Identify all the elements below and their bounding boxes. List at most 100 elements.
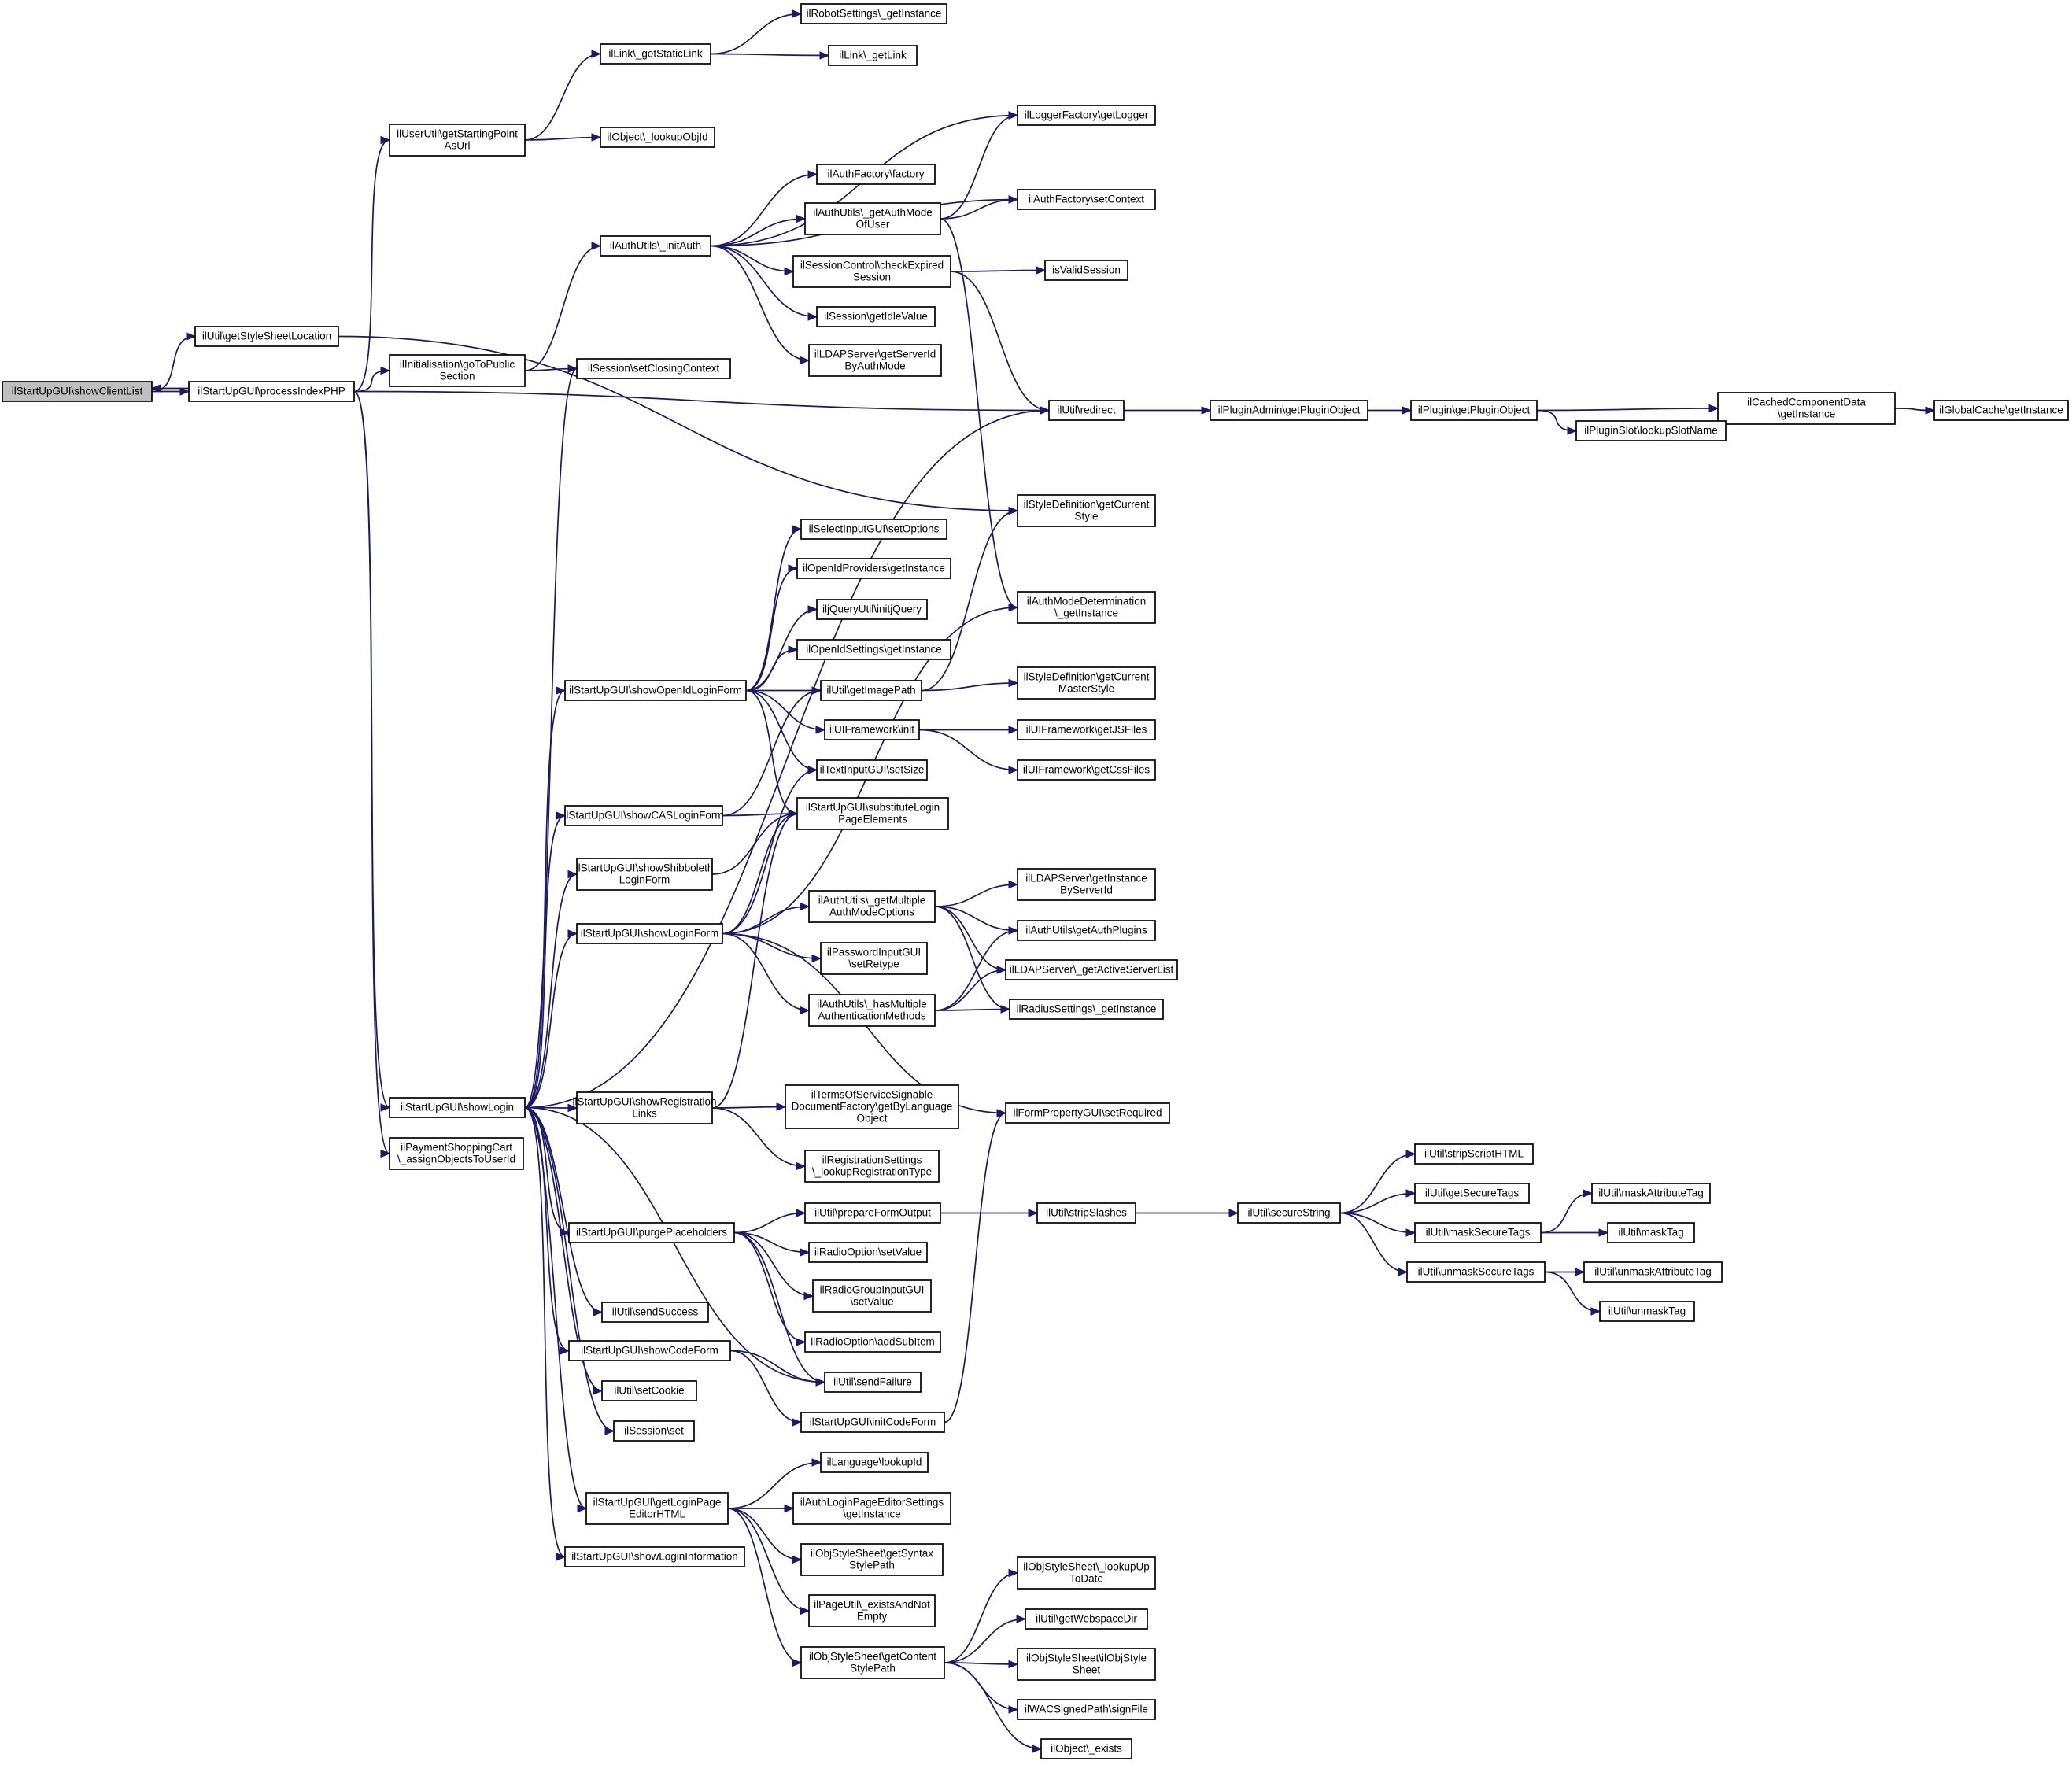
node-ilpaymentshoppingcart-assignobjectstouserid[interactable]: ilPaymentShoppingCart\_assignObjectsToUs… [389,1137,524,1170]
node-ilutil-getsecuretags[interactable]: ilUtil\getSecureTags [1414,1183,1530,1204]
node-ilobject-lookupobjid[interactable]: ilObject\_lookupObjId [600,127,715,148]
node-ilutil-setcookie[interactable]: ilUtil\setCookie [601,1380,697,1401]
node-ilradiogroupinputgui-setvalue[interactable]: ilRadioGroupInputGUI\setValue [812,1279,932,1313]
node-iluiframework-getjsfiles[interactable]: ilUIFramework\getJSFiles [1017,719,1156,740]
node-label: \getInstance [843,1508,901,1520]
node-ilstartupgui-processindexphp[interactable]: ilStartUpGUI\processIndexPHP [188,381,355,402]
node-iluiframework-init[interactable]: ilUIFramework\init [824,719,920,740]
node-ilutil-stripslashes[interactable]: ilUtil\stripSlashes [1036,1202,1136,1224]
node-ilutil-masktag[interactable]: ilUtil\maskTag [1607,1222,1695,1243]
node-ilauthutils-getauthplugins[interactable]: ilAuthUtils\getAuthPlugins [1017,920,1156,941]
edge-n43-to-n68 [940,1209,1039,1217]
node-ilauthfactory-setcontext[interactable]: ilAuthFactory\setContext [1017,189,1156,210]
node-ilauthutils-hasmultipleauthenticationmethods[interactable]: ilAuthUtils\_hasMultipleAuthenticationMe… [808,994,936,1027]
node-iltermsofservicesignabledocumentfactory-getbylanguageobject[interactable]: ilTermsOfServiceSignableDocumentFactory\… [785,1084,959,1129]
node-ilradiooption-setvalue[interactable]: ilRadioOption\setValue [808,1242,928,1263]
node-ilsession-getidlevalue[interactable]: ilSession\getIdleValue [816,306,936,327]
node-isvalidsession[interactable]: isValidSession [1044,260,1128,281]
node-ilutil-prepareformoutput[interactable]: ilUtil\prepareFormOutput [804,1202,941,1224]
node-ilutil-maskattributetag[interactable]: ilUtil\maskAttributeTag [1591,1183,1711,1204]
node-ilutil-getwebspacedir[interactable]: ilUtil\getWebspaceDir [1025,1608,1148,1630]
node-ilstartupgui-showopenidloginform[interactable]: ilStartUpGUI\showOpenIdLoginForm [564,680,747,701]
node-ilplugin-getpluginobject[interactable]: ilPlugin\getPluginObject [1410,400,1538,421]
node-ilpluginadmin-getpluginobject[interactable]: ilPluginAdmin\getPluginObject [1210,400,1368,421]
node-ilauthutils-initauth[interactable]: ilAuthUtils\_initAuth [600,235,711,257]
node-label: ilRadioGroupInputGUI [820,1284,925,1296]
edge-n9-to-n28 [710,245,818,321]
edge-line [733,1231,806,1343]
node-ilutil-getimagepath[interactable]: ilUtil\getImagePath [820,680,922,701]
node-ilradiussettings-getinstance[interactable]: ilRadiusSettings\_getInstance [1009,999,1164,1020]
node-illink-getstaticlink[interactable]: ilLink\_getStaticLink [600,43,711,65]
node-ilutil-masksecuretags[interactable]: ilUtil\maskSecureTags [1414,1222,1542,1243]
node-ilpasswordinputgui-setretype[interactable]: ilPasswordInputGUI\setRetype [820,942,928,975]
node-ilformpropertygui-setrequired[interactable]: ilFormPropertyGUI\setRequired [1005,1102,1170,1124]
node-box [1017,1648,1156,1681]
node-iluiframework-getcssfiles[interactable]: ilUIFramework\getCssFiles [1017,759,1156,781]
node-ilstartupgui-showlogininformation[interactable]: ilStartUpGUI\showLoginInformation [564,1546,745,1567]
node-ilutil-redirect[interactable]: ilUtil\redirect [1048,400,1125,421]
node-ilutil-unmasksecuretags[interactable]: ilUtil\unmaskSecureTags [1406,1261,1546,1283]
node-iltextinputgui-setsize[interactable]: ilTextInputGUI\setSize [816,759,928,781]
node-ilutil-sendsuccess[interactable]: ilUtil\sendSuccess [601,1302,709,1323]
node-ilglobalcache-getinstance[interactable]: ilGlobalCache\getInstance [1933,400,2069,421]
node-ilutil-stripscripthtml[interactable]: ilUtil\stripScriptHTML [1414,1143,1534,1165]
node-ilobject-exists[interactable]: ilObject\_exists [1040,1738,1132,1759]
node-ilselectinputgui-setoptions[interactable]: ilSelectInputGUI\setOptions [800,519,947,540]
node-ilutil-securestring[interactable]: ilUtil\secureString [1237,1202,1341,1224]
node-ilutil-sendfailure[interactable]: ilUtil\sendFailure [824,1372,922,1393]
node-ilstartupgui-purgeplaceholders[interactable]: ilStartUpGUI\purgePlaceholders [568,1222,735,1243]
node-ilwacsignedpath-signfile[interactable]: ilWACSignedPath\signFile [1017,1699,1156,1720]
node-ilauthfactory-factory[interactable]: ilAuthFactory\factory [816,164,936,185]
node-ilstartupgui-showloginform[interactable]: ilStartUpGUI\showLoginForm [576,923,723,944]
node-ilstartupgui-initcodeform[interactable]: ilStartUpGUI\initCodeForm [800,1412,945,1433]
node-ilauthmodedetermination-getinstance[interactable]: ilAuthModeDetermination\_getInstance [1017,591,1156,624]
node-illanguage-lookupid[interactable]: ilLanguage\lookupId [820,1452,929,1473]
node-ilopenidsettings-getinstance[interactable]: ilOpenIdSettings\getInstance [796,639,951,660]
node-ilrobotsettings-getinstance[interactable]: ilRobotSettings\_getInstance [800,3,947,24]
node-ilstartupgui-showclientlist[interactable]: ilStartUpGUI\showClientList [2,381,153,402]
node-illink-getlink[interactable]: ilLink\_getLink [828,45,918,66]
node-illdapserver-getactiveserverlist[interactable]: ilLDAPServer\_getActiveServerList [1005,959,1178,980]
node-ilsession-setclosingcontext[interactable]: ilSession\setClosingContext [576,358,731,379]
node-ilradiooption-addsubitem[interactable]: ilRadioOption\addSubItem [804,1331,941,1353]
node-iljqueryutil-initjquery[interactable]: iljQueryUtil\initjQuery [816,599,928,620]
node-ilcachedcomponentdata-getinstance[interactable]: ilCachedComponentData\getInstance [1717,392,1896,425]
node-ilregistrationsettings-lookupregistrationtype[interactable]: ilRegistrationSettings\_lookupRegistrati… [804,1150,940,1183]
node-ilstartupgui-showlogin[interactable]: ilStartUpGUI\showLogin [389,1097,526,1118]
node-ilutil-getstylesheetlocation[interactable]: ilUtil\getStyleSheetLocation [194,326,339,347]
edge-line [353,390,1050,412]
edge-n5-to-n57 [524,406,1051,1109]
node-ilopenidproviders-getinstance[interactable]: ilOpenIdProviders\getInstance [796,558,951,579]
node-ilstartupgui-showcasloginform[interactable]: ilStartUpGUI\showCASLoginForm [563,805,724,826]
node-box [576,1091,713,1124]
node-ilstartupgui-showcodeform[interactable]: ilStartUpGUI\showCodeForm [568,1340,731,1361]
node-ilsession-set[interactable]: ilSession\set [613,1420,695,1442]
node-ilobjstylesheet-ilobjstylesheet[interactable]: ilObjStyleSheet\ilObjStyleSheet [1017,1648,1156,1681]
node-ilpluginslot-lookupslotname[interactable]: ilPluginSlot\lookupSlotName [1575,420,1727,441]
node-ilutil-unmasktag[interactable]: ilUtil\unmaskTag [1599,1301,1695,1322]
edge-line [710,245,818,318]
node-box [808,890,936,923]
node-ilauthloginpageeditorsettings-getinstance[interactable]: ilAuthLoginPageEditorSettings\getInstanc… [792,1492,951,1525]
node-ilutil-unmaskattributetag[interactable]: ilUtil\unmaskAttributeTag [1583,1261,1723,1283]
node-illoggerfactory-getlogger[interactable]: ilLoggerFactory\getLogger [1017,105,1156,126]
